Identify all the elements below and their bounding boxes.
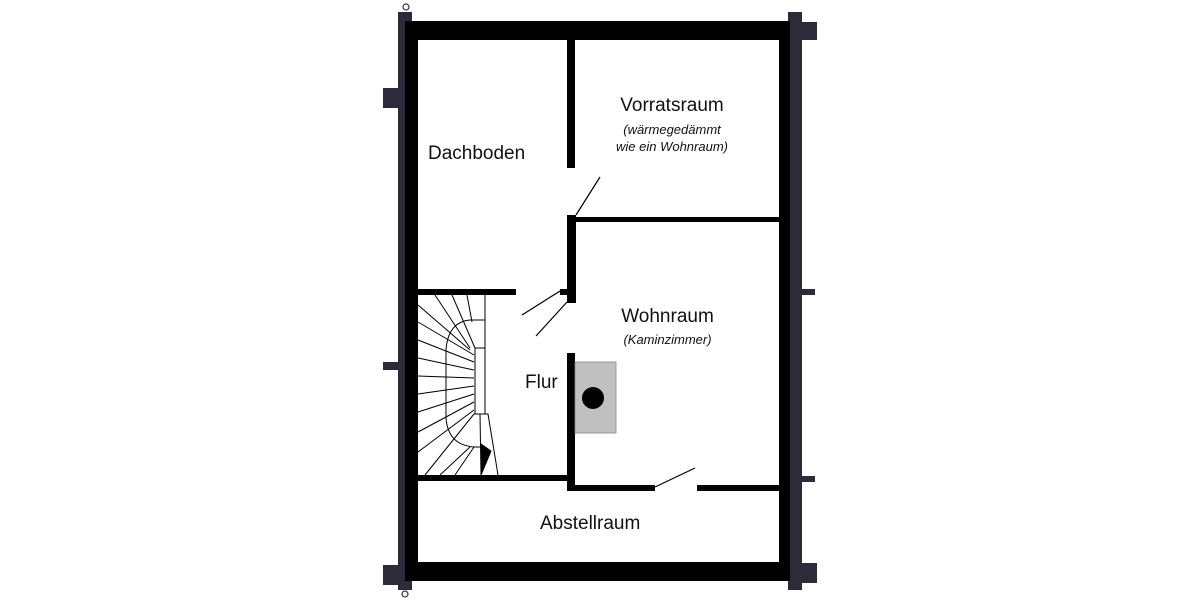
room-label-flur: Flur xyxy=(525,372,558,393)
chimney-icon xyxy=(574,361,617,434)
winding-staircase-icon xyxy=(417,294,499,476)
room-label-wohnraum: Wohnraum xyxy=(621,306,714,327)
door-flur-b xyxy=(535,301,568,337)
marker-top xyxy=(402,3,410,11)
marker-bottom xyxy=(401,590,409,598)
outer-walls xyxy=(405,21,790,581)
room-note-vorratsraum-2: wie ein Wohnraum) xyxy=(616,139,728,154)
doors xyxy=(521,176,696,488)
door-wohnraum xyxy=(654,467,696,488)
room-label-abstellraum: Abstellraum xyxy=(540,513,641,534)
room-label-dachboden: Dachboden xyxy=(428,143,526,164)
door-flur-a xyxy=(521,290,561,316)
room-note-wohnraum: (Kaminzimmer) xyxy=(623,332,712,347)
room-note-vorratsraum-1: (wärmegedämmt xyxy=(623,122,721,137)
room-label-vorratsraum: Vorratsraum xyxy=(620,95,724,116)
door-vorratsraum xyxy=(575,176,601,216)
interior-walls xyxy=(418,40,780,491)
